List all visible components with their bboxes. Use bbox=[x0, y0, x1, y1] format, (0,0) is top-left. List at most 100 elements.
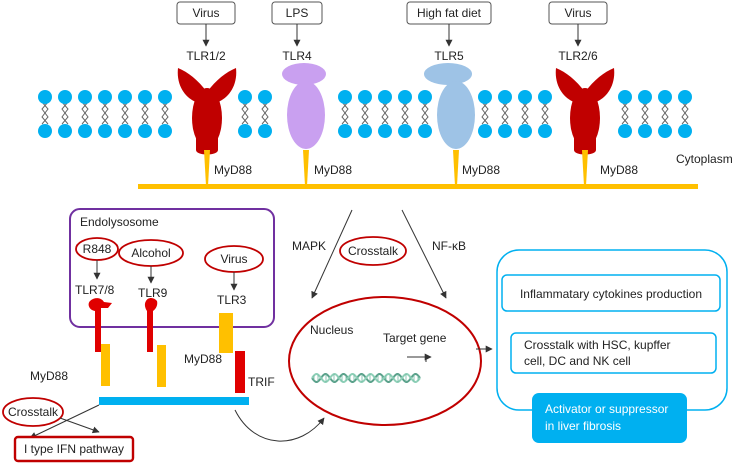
lipid-head bbox=[538, 90, 552, 104]
dna-helix bbox=[311, 373, 421, 383]
arrow-complex-to-nucleus bbox=[234, 409, 325, 442]
ifn-pathway-box: I type IFN pathway bbox=[13, 435, 135, 463]
svg-text:Crosstalk with HSC, kupffer: Crosstalk with HSC, kupffer bbox=[524, 338, 671, 352]
lipid-head bbox=[358, 90, 372, 104]
lipid-head bbox=[398, 90, 412, 104]
lipid-head bbox=[618, 124, 632, 138]
cytoplasm-label: Cytoplasm bbox=[676, 152, 733, 166]
lipid-tail bbox=[141, 101, 149, 125]
lipid-head bbox=[478, 124, 492, 138]
stem-tlr4 bbox=[303, 150, 309, 186]
receptor-label-tlr78: TLR7/8 bbox=[75, 283, 115, 297]
lipid-tail bbox=[541, 101, 549, 125]
lipid-head bbox=[258, 124, 272, 138]
stimulus-box-lps: LPS bbox=[271, 1, 323, 25]
lipid-head bbox=[538, 124, 552, 138]
lipid-tail bbox=[501, 101, 509, 125]
lipid-head bbox=[518, 90, 532, 104]
lipid-head bbox=[78, 124, 92, 138]
lipid-tail bbox=[361, 101, 369, 125]
lipid-tail bbox=[121, 101, 129, 125]
arrow-nfkb bbox=[401, 209, 447, 299]
lipid-head bbox=[118, 124, 132, 138]
endolysosome-box: Endolysosome bbox=[69, 208, 275, 328]
lipid-head bbox=[418, 90, 432, 104]
lipid-tail bbox=[401, 101, 409, 125]
svg-text:Virus: Virus bbox=[192, 6, 219, 20]
lipid-head bbox=[98, 90, 112, 104]
stimulus-oval-virus-endo: Virus bbox=[204, 245, 264, 273]
lipid-tail bbox=[421, 101, 429, 125]
svg-text:I type IFN pathway: I type IFN pathway bbox=[24, 442, 124, 456]
endolysosome-title: Endolysosome bbox=[80, 215, 159, 229]
tlr4-receptor bbox=[282, 63, 326, 149]
trif-bar bbox=[235, 351, 245, 393]
arrow-mapk bbox=[311, 209, 353, 299]
lipid-head bbox=[378, 124, 392, 138]
lipid-head bbox=[358, 124, 372, 138]
receptor-label-tlr26: TLR2/6 bbox=[558, 49, 598, 63]
adaptor-bar bbox=[138, 184, 698, 189]
lipid-head bbox=[158, 124, 172, 138]
lipid-head bbox=[378, 90, 392, 104]
receptor-label-tlr12: TLR1/2 bbox=[186, 49, 226, 63]
svg-text:in liver fibrosis: in liver fibrosis bbox=[545, 419, 621, 433]
lipid-head bbox=[518, 124, 532, 138]
target-gene-label: Target gene bbox=[383, 331, 447, 345]
nucleus: Nucleus Target gene bbox=[288, 296, 482, 426]
svg-text:cell, DC and NK cell: cell, DC and NK cell bbox=[524, 354, 631, 368]
lipid-tail bbox=[101, 101, 109, 125]
lipid-tail bbox=[521, 101, 529, 125]
lipid-tail bbox=[261, 101, 269, 125]
activator-suppressor-box: Activator or suppressor in liver fibrosi… bbox=[532, 393, 687, 443]
lipid-head bbox=[238, 90, 252, 104]
cytokines-box: Inflammatary cytokines production bbox=[501, 274, 721, 312]
cell-membrane bbox=[38, 90, 692, 138]
svg-text:High fat diet: High fat diet bbox=[417, 6, 482, 20]
nfkb-label: NF-κB bbox=[432, 239, 466, 253]
lipid-head bbox=[498, 124, 512, 138]
myd88-label-1: MyD88 bbox=[214, 163, 252, 177]
svg-text:Virus: Virus bbox=[564, 6, 591, 20]
lipid-head bbox=[678, 90, 692, 104]
lipid-head bbox=[258, 90, 272, 104]
trif-label: TRIF bbox=[248, 375, 275, 389]
receptor-label-tlr9: TLR9 bbox=[138, 286, 168, 300]
lipid-head bbox=[658, 90, 672, 104]
lipid-head bbox=[58, 124, 72, 138]
dna-strand bbox=[311, 373, 421, 383]
lipid-head bbox=[618, 90, 632, 104]
stimulus-box-virus-2: Virus bbox=[548, 1, 608, 25]
lipid-head bbox=[398, 124, 412, 138]
receptor-label-tlr4: TLR4 bbox=[282, 49, 312, 63]
lipid-tail bbox=[81, 101, 89, 125]
lipid-tail bbox=[661, 101, 669, 125]
lipid-tail bbox=[241, 101, 249, 125]
lipid-tail bbox=[161, 101, 169, 125]
stem-tlr26 bbox=[582, 150, 588, 186]
lipid-head bbox=[498, 90, 512, 104]
nucleus-title: Nucleus bbox=[310, 323, 353, 337]
myd88-label-2: MyD88 bbox=[314, 163, 352, 177]
myd88-label-4: MyD88 bbox=[600, 163, 638, 177]
lipid-tail bbox=[381, 101, 389, 125]
stimulus-box-high-fat-diet: High fat diet bbox=[406, 1, 492, 25]
svg-text:LPS: LPS bbox=[286, 6, 309, 20]
lipid-head bbox=[238, 124, 252, 138]
lipid-tail bbox=[681, 101, 689, 125]
myd88-label-endo-left: MyD88 bbox=[30, 369, 68, 383]
stem-tlr12 bbox=[204, 150, 210, 186]
myd88-label-endo-right: MyD88 bbox=[184, 352, 222, 366]
lipid-head bbox=[118, 90, 132, 104]
outcomes-panel bbox=[496, 249, 728, 411]
lipid-head bbox=[38, 90, 52, 104]
stem-tlr5 bbox=[453, 150, 459, 186]
crosstalk-cells-box: Crosstalk with HSC, kupffer cell, DC and… bbox=[510, 332, 717, 374]
lipid-head bbox=[658, 124, 672, 138]
stimulus-box-virus-1: Virus bbox=[176, 1, 236, 25]
myd88-bar-tlr9 bbox=[157, 345, 166, 387]
lipid-head bbox=[478, 90, 492, 104]
lipid-head bbox=[338, 90, 352, 104]
tlr12-receptor bbox=[177, 68, 237, 155]
